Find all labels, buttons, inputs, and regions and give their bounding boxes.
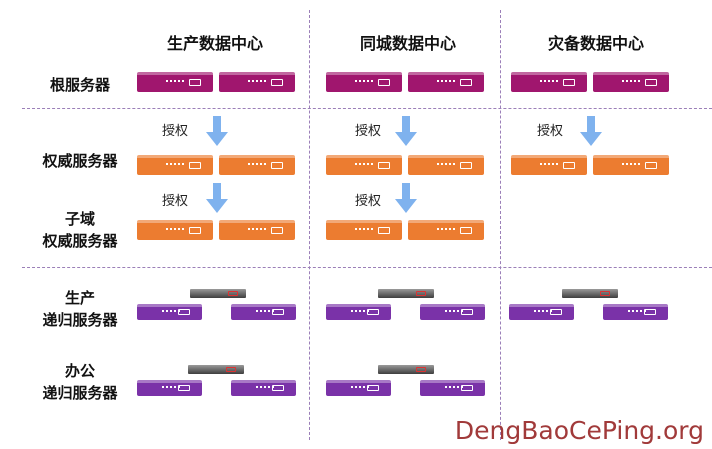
- column-title-same-city: 同城数据中心: [359, 34, 456, 53]
- server-rack-icon: [408, 72, 484, 92]
- server-rack-icon: [593, 155, 669, 175]
- server-rack-icon: [326, 220, 402, 240]
- server-rack-icon: [231, 380, 296, 396]
- row-label-sub-authority-line2: 权威服务器: [42, 232, 118, 250]
- server-rack-icon: [137, 380, 202, 396]
- down-arrow-icon: [395, 116, 417, 146]
- row-label-sub-authority: 子域 权威服务器: [28, 208, 132, 252]
- down-arrow-icon: [206, 116, 228, 146]
- load-balancer-icon: [562, 289, 618, 298]
- authorize-label: 授权: [537, 124, 564, 139]
- server-rack-icon: [420, 304, 485, 320]
- server-rack-icon: [509, 304, 574, 320]
- load-balancer-icon: [378, 289, 434, 298]
- column-divider-1: [309, 10, 310, 440]
- down-arrow-icon: [206, 183, 228, 213]
- column-divider-2: [500, 10, 501, 440]
- server-rack-icon: [231, 304, 296, 320]
- server-rack-icon: [219, 155, 295, 175]
- authorize-label: 授权: [162, 194, 189, 209]
- server-rack-icon: [408, 155, 484, 175]
- load-balancer-icon: [190, 289, 246, 298]
- row-label-office-recursive: 办公 递归服务器: [28, 360, 132, 404]
- row-label-authority: 权威服务器: [42, 152, 118, 170]
- row-label-office-recursive-line2: 递归服务器: [42, 384, 118, 402]
- server-rack-icon: [593, 72, 669, 92]
- server-rack-icon: [137, 72, 213, 92]
- row-label-office-recursive-line1: 办公: [64, 362, 95, 380]
- server-rack-icon: [137, 220, 213, 240]
- server-rack-icon: [219, 220, 295, 240]
- row-label-sub-authority-line1: 子域: [64, 210, 95, 228]
- server-rack-icon: [326, 380, 391, 396]
- server-rack-icon: [137, 155, 213, 175]
- server-rack-icon: [137, 304, 202, 320]
- authorize-label: 授权: [355, 194, 382, 209]
- server-rack-icon: [420, 380, 485, 396]
- server-rack-icon: [408, 220, 484, 240]
- server-rack-icon: [603, 304, 668, 320]
- server-rack-icon: [219, 72, 295, 92]
- watermark-text: DengBaoCePing.org: [454, 416, 704, 445]
- column-title-disaster-recovery: 灾备数据中心: [547, 34, 644, 53]
- server-rack-icon: [511, 155, 587, 175]
- load-balancer-icon: [188, 365, 244, 374]
- server-rack-icon: [511, 72, 587, 92]
- server-rack-icon: [326, 72, 402, 92]
- row-label-prod-recursive-line1: 生产: [64, 289, 95, 307]
- server-rack-icon: [326, 155, 402, 175]
- authorize-label: 授权: [355, 124, 382, 139]
- down-arrow-icon: [580, 116, 602, 146]
- row-label-prod-recursive: 生产 递归服务器: [28, 287, 132, 331]
- column-title-production: 生产数据中心: [166, 34, 263, 53]
- row-label-root: 根服务器: [49, 76, 110, 94]
- authorize-label: 授权: [162, 124, 189, 139]
- row-divider-2: [22, 267, 712, 268]
- load-balancer-icon: [378, 365, 434, 374]
- row-label-prod-recursive-line2: 递归服务器: [42, 311, 118, 329]
- server-rack-icon: [326, 304, 391, 320]
- row-divider-1: [22, 108, 712, 109]
- down-arrow-icon: [395, 183, 417, 213]
